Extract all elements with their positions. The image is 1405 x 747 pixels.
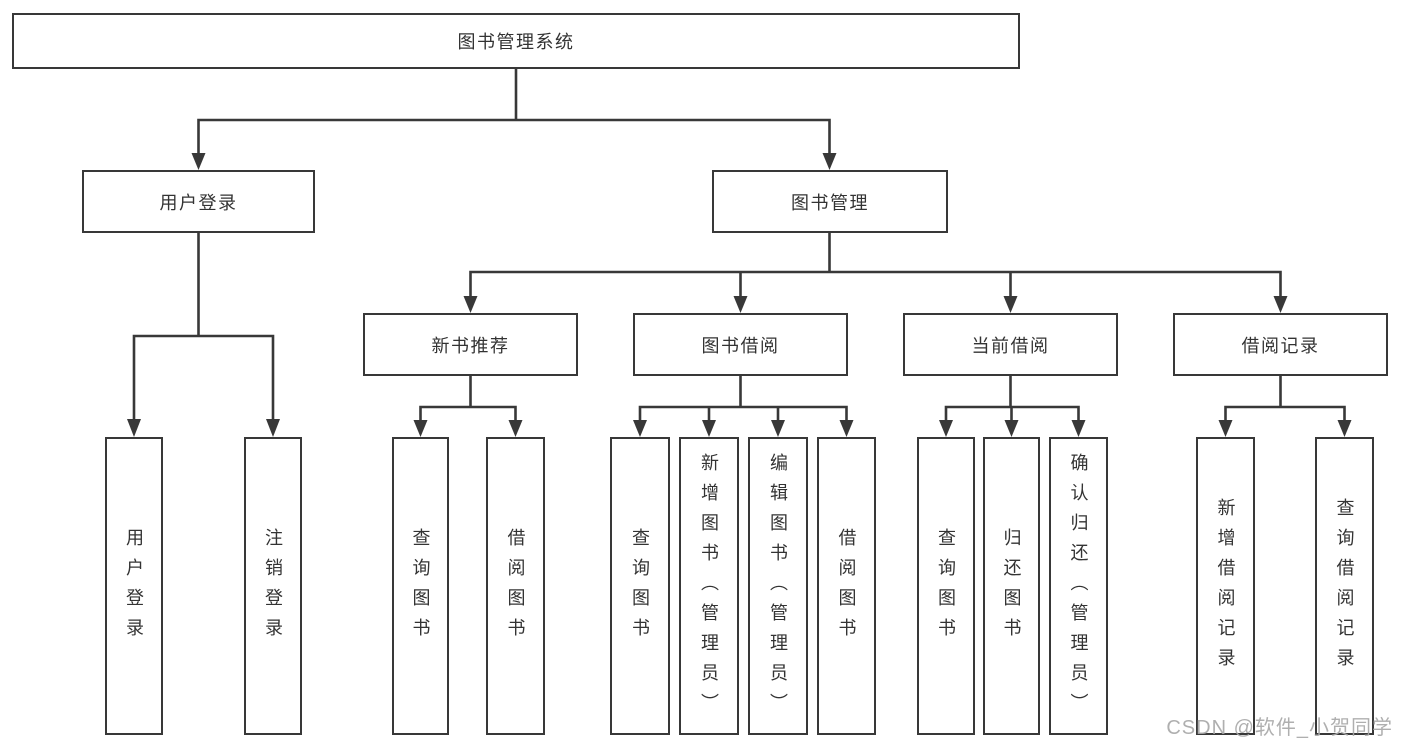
- node-borrow-records: 借阅记录: [1173, 313, 1388, 376]
- leaf-query-books-current: 查询图书: [917, 437, 975, 735]
- leaf-return-books: 归还图书: [983, 437, 1040, 735]
- leaf-query-books-recommend: 查询图书: [392, 437, 449, 735]
- leaf-user-login: 用户登录: [105, 437, 163, 735]
- node-user-login: 用户登录: [82, 170, 315, 233]
- node-book-borrow: 图书借阅: [633, 313, 848, 376]
- leaf-borrow-books-recommend: 借阅图书: [486, 437, 545, 735]
- leaf-confirm-return-admin: 确认归还（管理员）: [1049, 437, 1108, 735]
- node-current-borrow: 当前借阅: [903, 313, 1118, 376]
- leaf-query-books-borrow: 查询图书: [610, 437, 670, 735]
- leaf-edit-books-admin: 编辑图书（管理员）: [748, 437, 808, 735]
- leaf-query-borrow-record: 查询借阅记录: [1315, 437, 1374, 735]
- leaf-add-books-admin: 新增图书（管理员）: [679, 437, 739, 735]
- leaf-borrow-books: 借阅图书: [817, 437, 876, 735]
- leaf-add-borrow-record: 新增借阅记录: [1196, 437, 1255, 735]
- node-new-book-recommend: 新书推荐: [363, 313, 578, 376]
- leaf-logout: 注销登录: [244, 437, 302, 735]
- node-root-system: 图书管理系统: [12, 13, 1020, 69]
- node-book-management: 图书管理: [712, 170, 948, 233]
- watermark-text: CSDN @软件_小贺同学: [1166, 717, 1393, 739]
